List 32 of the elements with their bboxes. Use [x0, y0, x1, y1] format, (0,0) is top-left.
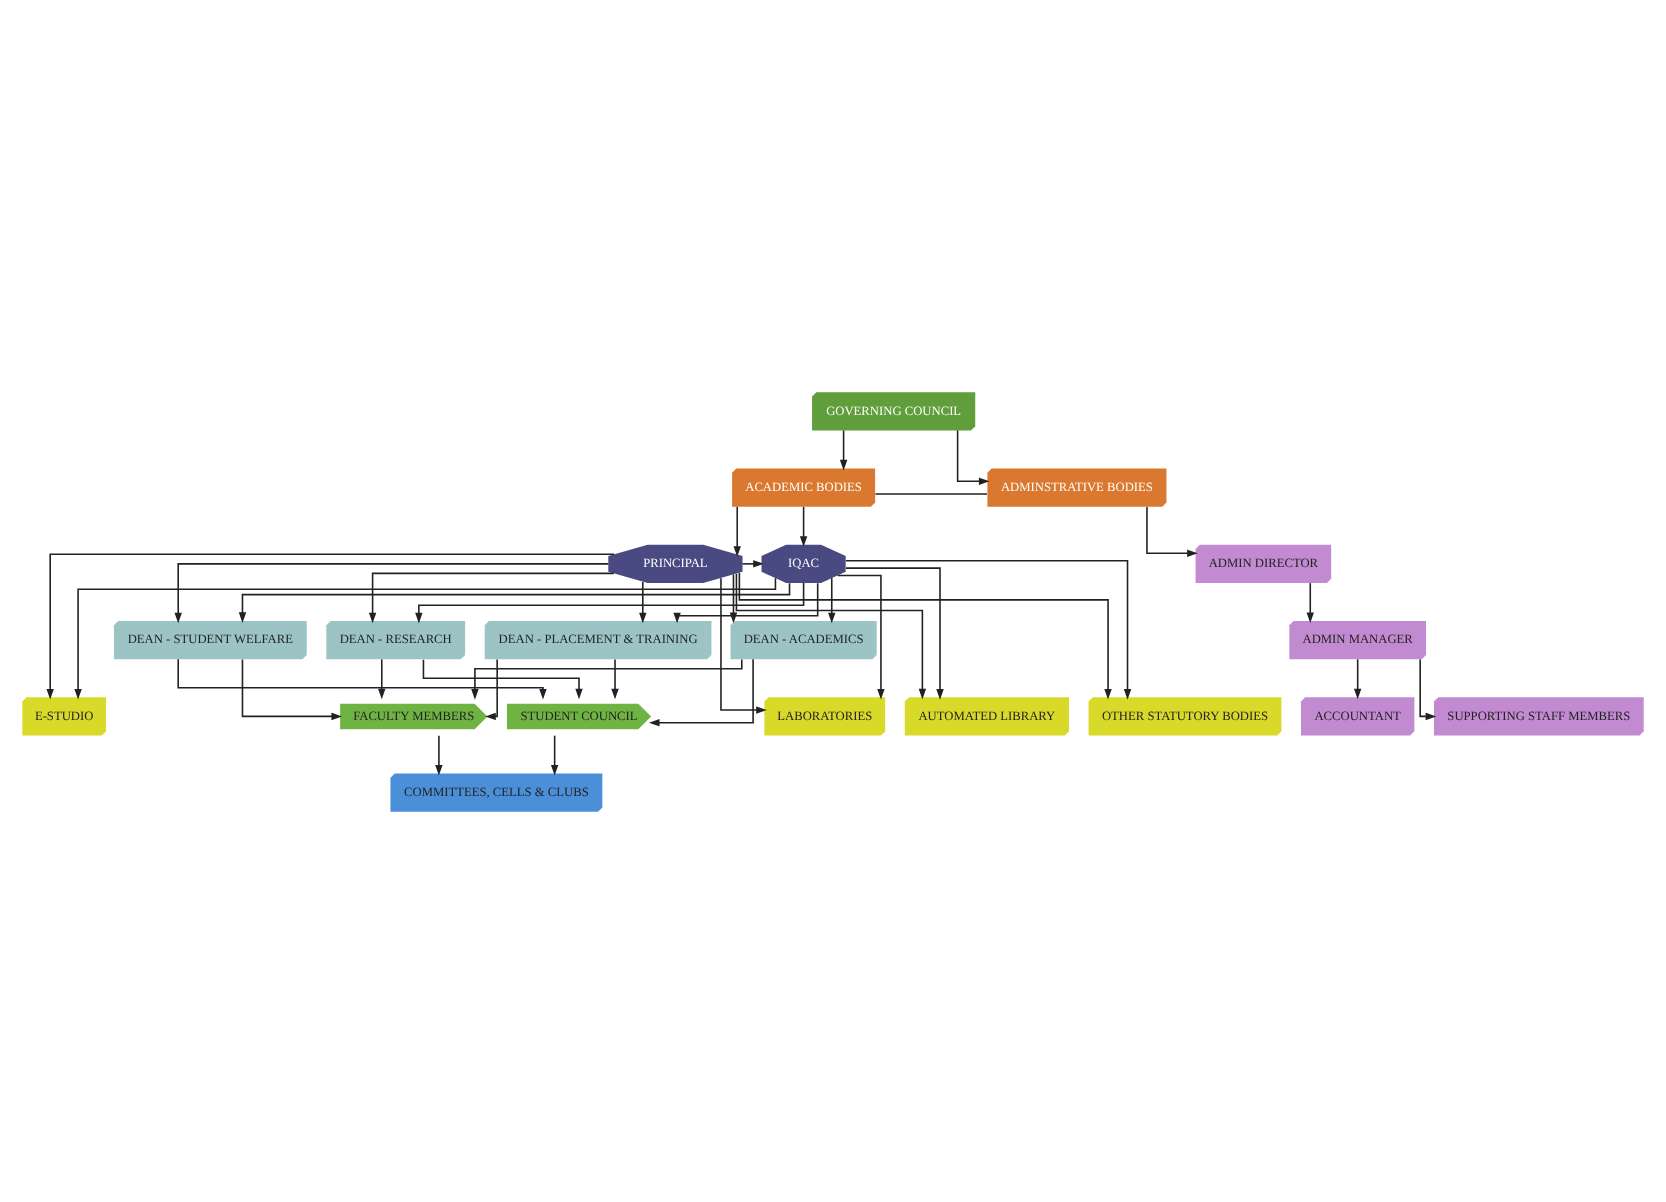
- arrow: [177, 657, 547, 699]
- arrow: [471, 657, 743, 699]
- arrow: [1146, 505, 1198, 556]
- arrow: [738, 571, 1112, 699]
- arrow: [799, 505, 808, 546]
- arrow: [422, 657, 583, 699]
- arrow: [735, 571, 927, 699]
- arrow: [828, 576, 836, 623]
- arrow: [1353, 657, 1362, 699]
- arrow: [74, 576, 777, 699]
- arrow: [720, 576, 767, 713]
- arrow: [435, 733, 443, 775]
- arrow: [368, 571, 615, 623]
- arrow: [378, 657, 386, 699]
- arrow: [648, 657, 754, 726]
- arrow: [46, 552, 615, 699]
- arrow: [174, 562, 610, 623]
- arrow: [550, 733, 559, 775]
- arrow: [485, 657, 498, 720]
- arrow: [845, 558, 1132, 699]
- arrow: [241, 657, 342, 720]
- arrow: [1419, 657, 1437, 720]
- arrow: [1306, 581, 1314, 623]
- arrow: [836, 573, 885, 699]
- arrow: [741, 559, 764, 567]
- arrow: [839, 428, 848, 470]
- arrow: [639, 580, 647, 623]
- connector: [874, 492, 988, 494]
- arrow: [956, 428, 990, 484]
- arrow: [845, 566, 944, 699]
- arrow: [733, 505, 741, 556]
- arrow: [611, 657, 619, 699]
